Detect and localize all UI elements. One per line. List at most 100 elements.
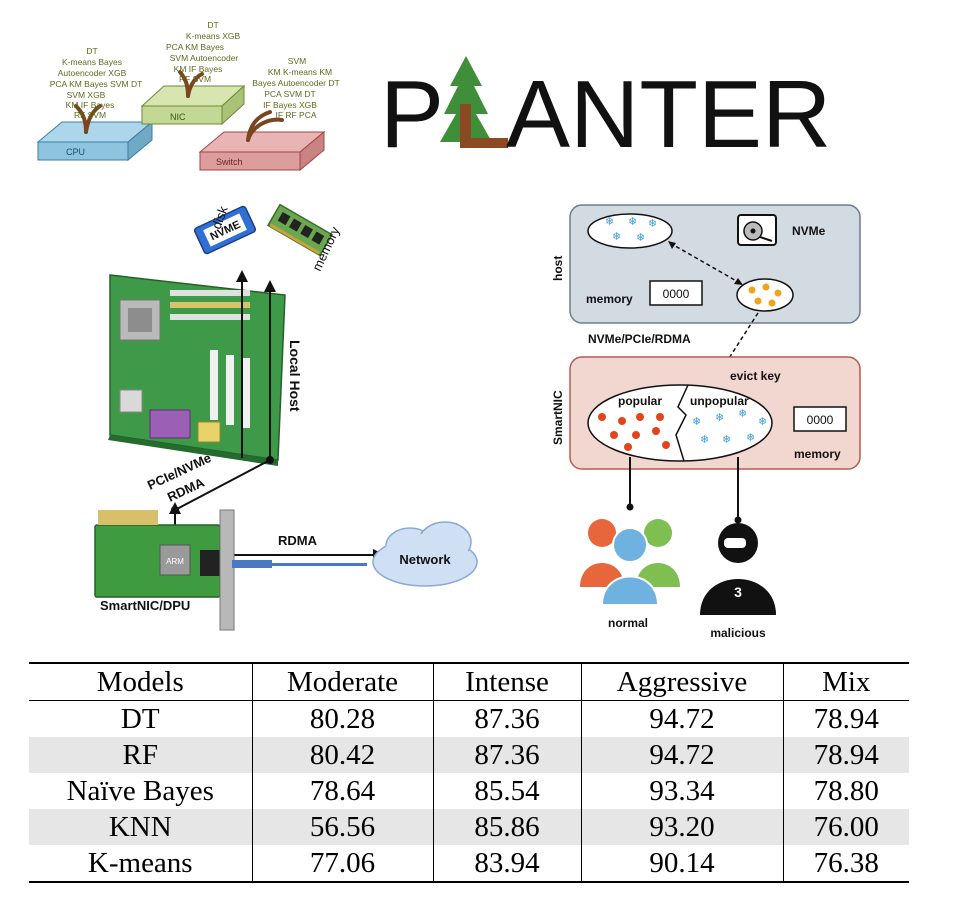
cell-moderate: 78.64	[251, 773, 433, 809]
cell-intense: 87.36	[432, 700, 581, 737]
cpu-word: KM IF Bayes	[66, 100, 115, 110]
cell-aggressive: 94.72	[580, 700, 783, 737]
cell-mix: 76.00	[782, 809, 909, 845]
motherboard-icon	[108, 274, 286, 466]
model-name: KNN	[108, 810, 172, 843]
cpu-word: SVM XGB	[67, 90, 106, 100]
svg-text:❄: ❄	[715, 412, 724, 424]
cpu-label: CPU	[66, 147, 85, 157]
unpopular-label: unpopular	[690, 394, 749, 408]
rdma-label: RDMA	[278, 533, 318, 548]
local-host-label: Local Host	[287, 340, 303, 412]
popular-label: popular	[618, 394, 662, 408]
malicious-user-icon: 3	[700, 523, 776, 615]
switch-word: Bayes Autoencoder DT	[252, 78, 339, 88]
host-memory-chip-label: 0000	[663, 287, 690, 301]
cell-mix: 76.38	[782, 845, 909, 882]
arm-chip-label: ARM	[166, 557, 184, 566]
cell-moderate: 80.28	[251, 700, 433, 737]
switch-word: IF RF PCA	[275, 110, 316, 120]
logo-letters-anter: ANTER	[506, 61, 831, 164]
snowflake-icon: ❄❄❄❄ ❄❄❄	[692, 408, 767, 446]
cpu-word: K-means Bayes	[62, 57, 122, 67]
cell-intense: 87.36	[432, 737, 581, 773]
col-header-intense: Intense	[432, 663, 581, 701]
nic-label: NIC	[170, 112, 186, 122]
link-label: NVMe/PCIe/RDMA	[588, 332, 691, 346]
cpu-word: DT	[86, 46, 97, 56]
svg-text:❄: ❄	[746, 432, 755, 444]
smartnic-label: SmartNIC	[551, 390, 565, 445]
nic-word: PCA KM Bayes	[166, 42, 224, 52]
cell-aggressive: 93.34	[580, 773, 783, 809]
snowflake-icon: ❄❄❄ ❄❄	[605, 216, 657, 244]
svg-text:❄: ❄	[628, 216, 637, 228]
hardware-diagram: NVME disk memory Local Host	[94, 203, 478, 631]
nic-block: NIC	[140, 84, 246, 126]
network-cloud-icon: Network	[372, 521, 478, 587]
planter-logo: P ANTER	[380, 56, 831, 164]
memory-stick-icon	[266, 203, 334, 257]
nic-word: KM IF Bayes	[174, 64, 223, 74]
results-table: Models Moderate Intense Aggressive Mix D…	[29, 662, 909, 883]
svg-text:❄: ❄	[648, 218, 657, 230]
switch-label: Switch	[216, 157, 243, 167]
nic-word: K-means XGB	[186, 31, 241, 41]
cell-mix: 78.80	[782, 773, 909, 809]
nic-memory-label: memory	[794, 447, 841, 461]
cache-diagram: host ❄❄❄ ❄❄ NVMe memory 0000 NVMe/PCIe/R…	[551, 204, 861, 640]
malicious-label: malicious	[710, 626, 766, 640]
cell-moderate: 77.06	[251, 845, 433, 882]
smartnic-card-icon: ARM	[94, 509, 367, 631]
cell-intense: 85.54	[432, 773, 581, 809]
table-row: K-means 77.06 83.94 90.14 76.38	[29, 845, 909, 882]
table-row: Naïve Bayes 78.64 85.54 93.34 78.80	[29, 773, 909, 809]
cell-intense: 85.86	[432, 809, 581, 845]
col-header-moderate: Moderate	[251, 663, 433, 701]
nic-word: DT	[207, 20, 218, 30]
switch-word: KM K-means KM	[268, 67, 332, 77]
table-row: KNN 56.56 85.86 93.20 76.00	[29, 809, 909, 845]
col-header-aggressive: Aggressive	[580, 663, 783, 701]
svg-text:❄: ❄	[700, 434, 709, 446]
fire-icon	[598, 413, 670, 451]
nic-memory-chip-label: 0000	[807, 413, 834, 427]
cell-moderate: 56.56	[251, 809, 433, 845]
sprout-icons	[74, 70, 284, 142]
malicious-mask-label: 3	[734, 584, 742, 600]
switch-word: IF Bayes XGB	[263, 100, 317, 110]
smartnic-dpu-label: SmartNIC/DPU	[100, 598, 190, 613]
nic-word: SVM Autoencoder	[170, 53, 239, 63]
table-row: DT 80.28 87.36 94.72 78.94	[29, 700, 909, 737]
svg-text:❄: ❄	[758, 416, 767, 428]
col-header-mix: Mix	[782, 663, 909, 701]
svg-text:❄: ❄	[636, 232, 645, 244]
evict-key-label: evict key	[730, 369, 781, 383]
model-name: DT	[120, 702, 160, 735]
host-memory-chip-icon: 0000	[649, 280, 703, 306]
switch-word: SVM	[288, 56, 306, 66]
cell-mix: 78.94	[782, 737, 909, 773]
table-row: RF 80.42 87.36 94.72 78.94	[29, 737, 909, 773]
cell-mix: 78.94	[782, 700, 909, 737]
svg-text:❄: ❄	[612, 231, 621, 243]
cache-ellipse	[587, 384, 773, 462]
host-memory-label: memory	[586, 292, 633, 306]
cell-aggressive: 94.72	[580, 737, 783, 773]
fire-icon	[748, 283, 782, 307]
cpu-word: RF SVM	[74, 110, 106, 120]
nic-word: RF SVM	[179, 74, 211, 84]
cold-keys-ellipse	[587, 213, 673, 249]
cache-split	[675, 384, 689, 462]
logo-letter-p: P	[380, 61, 444, 164]
switch-block: Switch	[198, 130, 326, 172]
normal-label: normal	[608, 616, 648, 630]
nvme-disk-icon: NVME	[193, 205, 257, 255]
table-header-row: Models Moderate Intense Aggressive Mix	[29, 663, 909, 701]
hard-drive-icon	[737, 214, 777, 246]
svg-text:❄: ❄	[738, 408, 747, 420]
model-name: Naïve Bayes	[66, 774, 214, 807]
cell-intense: 83.94	[432, 845, 581, 882]
col-header-models: Models	[96, 665, 184, 698]
switch-word: PCA SVM DT	[264, 89, 315, 99]
